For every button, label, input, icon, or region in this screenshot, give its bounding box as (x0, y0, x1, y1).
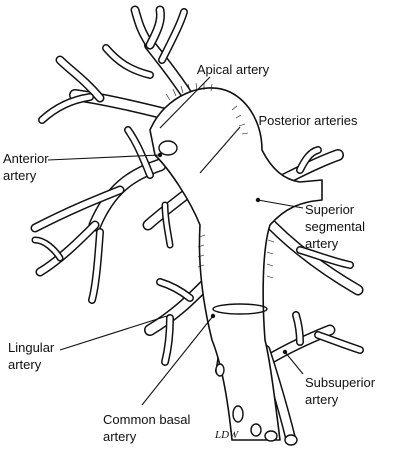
posterior-arteries-sub (163, 203, 172, 247)
subsuperior-b (315, 332, 363, 353)
label-common-basal-artery: Common basal artery (103, 412, 194, 444)
lingular-sub-a (162, 315, 173, 365)
leader-dots (157, 152, 288, 355)
apical-branch-b (147, 7, 164, 48)
subsuperior-a (293, 312, 303, 345)
leader-subsuperior (284, 351, 304, 375)
posterior-branch-a (57, 57, 103, 101)
anterior-branch-b (37, 222, 98, 275)
label-subsuperior-artery: Subsuperior artery (305, 375, 379, 407)
ring-marker-lower (212, 303, 268, 315)
vessel-ends (215, 363, 298, 446)
leader-lingular (59, 314, 171, 351)
leader-superior-segmental (257, 199, 304, 209)
trunk-shading (165, 82, 275, 279)
superior-segmental-sub (297, 147, 321, 173)
leader-common-basal (141, 315, 214, 406)
anterior-branch-d (33, 238, 62, 260)
leader-apical (159, 76, 211, 129)
label-superior-segmental-artery: Superior segmental artery (305, 202, 369, 251)
anterior-branch-c (89, 229, 103, 303)
lingular-sub-b (157, 279, 193, 301)
leader-posterior (199, 126, 241, 174)
anterior-branch-e (125, 127, 153, 178)
apical-branch-d (103, 45, 153, 78)
label-anterior-artery: Anterior artery (3, 151, 52, 183)
anterior-branch-a (32, 187, 123, 231)
main-pulmonary-trunk (149, 87, 323, 441)
label-apical-artery: Apical artery (197, 62, 270, 77)
superior-segmental-lower-b (297, 247, 353, 268)
apical-branch-c (159, 9, 187, 63)
posterior-branch-b (39, 94, 93, 123)
ring-marker-upper (158, 140, 178, 156)
leader-anterior (47, 154, 161, 161)
illustrator-signature: LDW (214, 429, 239, 441)
label-lingular-artery: Lingular artery (8, 340, 58, 372)
lingular-main (145, 280, 210, 335)
leader-lines (47, 76, 304, 406)
label-posterior-arteries: Posterior arteries (259, 113, 358, 128)
